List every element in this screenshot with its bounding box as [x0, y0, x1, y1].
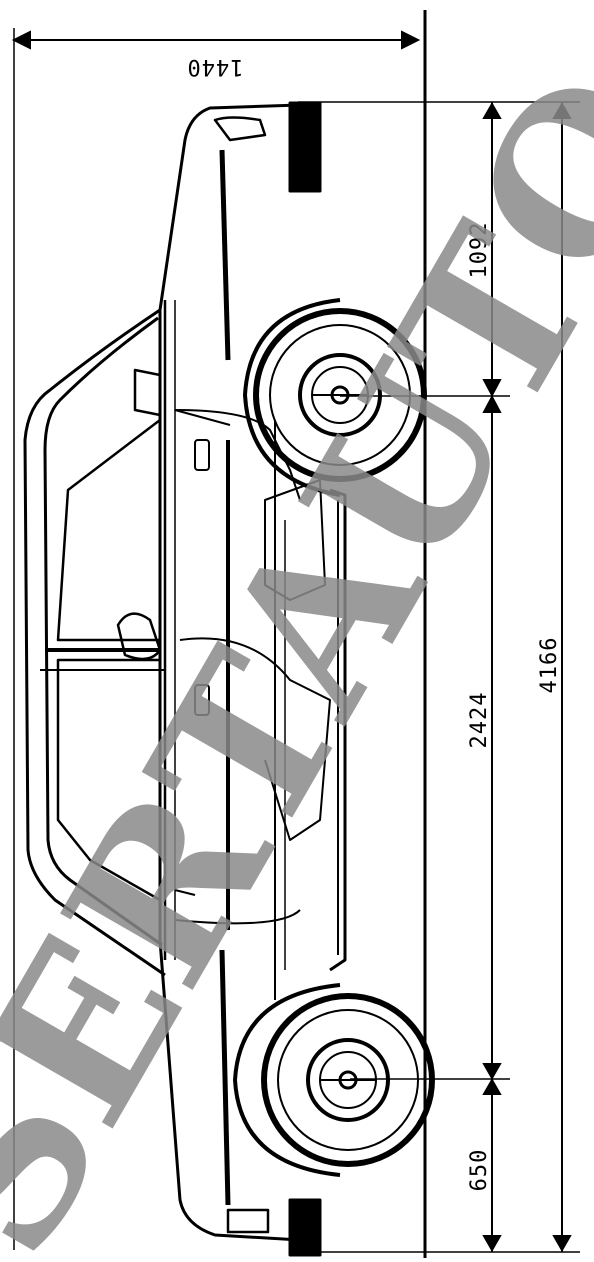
dimension-lines [11, 10, 580, 1258]
dim-rear-overhang-label: 650 [467, 1149, 492, 1192]
front-wheel [253, 308, 427, 482]
dim-front-overhang-label: 1092 [467, 222, 492, 279]
watermark-logo: SERTAUTO [0, 33, 594, 1262]
dim-overall-length-label: 4166 [537, 637, 562, 694]
rear-wheel [261, 993, 435, 1167]
dim-height-label: 1440 [187, 54, 244, 79]
dim-wheelbase-label: 2424 [467, 692, 492, 749]
car-body [23, 101, 347, 1257]
